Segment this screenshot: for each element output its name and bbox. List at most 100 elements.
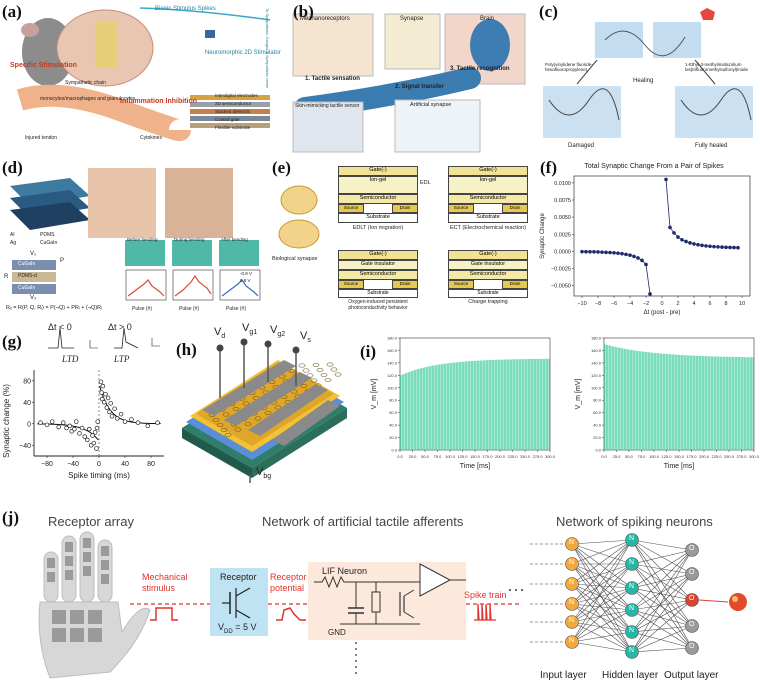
chart-f-ytick-label: 0.0075 [554,198,571,204]
terminal-vs-sub: s [307,337,311,345]
hidden-node [625,581,639,595]
synapse-label: Synapse [400,16,424,22]
panel-j-diagram [38,531,747,679]
net-edge [571,563,633,589]
edlt-ion: Ion-gel [338,176,418,194]
legend-cu: CuGaIn [40,240,58,246]
graphene-hex [326,362,334,367]
chart-f-point [692,242,696,246]
graphene-hex [288,368,296,374]
chart-f-xtick-label: −2 [643,301,649,307]
chart-g-xtick-label: −40 [67,461,79,468]
graphene-hex [312,362,320,368]
side-label: To Sympathetic Ganglia & Sympathetic ner… [265,8,270,89]
chart-f-point [632,254,636,259]
ltp-label: LTP [114,354,130,364]
chart-f-ytick-label: −0.0050 [551,284,571,290]
hidden-node-label: N [629,535,635,542]
chart-f-point [588,249,592,254]
i1-ylabel: V_m [mV] [371,379,378,410]
net-edge [631,549,693,565]
chart-f-xtick-label: 10 [739,301,745,307]
panel-d: (d) Al Ag PDMS CuGaIn CuGaIn PDMS-d CuGa… [0,158,268,316]
net-edge [631,539,693,601]
chart-g-point [44,422,50,428]
graphene-hex [300,384,308,388]
panel-c-label: (c) [539,2,558,21]
input-node [565,597,579,611]
brain-label: Brain [480,16,495,22]
terminal-vbg-sub: bg [263,473,272,481]
layer-label-4: Control gate [215,117,240,122]
chart-f-ytick-label: 0.0050 [554,215,571,221]
hidden-node [625,603,639,617]
cytokines-label: Cytokines [140,135,162,141]
chart-g-point [98,379,104,385]
input-layer-label: Input layer [540,670,587,681]
ect-substrate-text: Substrate [476,214,500,220]
ect-ion-text: Ion-gel [479,177,497,183]
net-edge [571,539,633,585]
receptor-potential-label: Receptor potential [270,572,307,593]
hidden-node [625,625,639,639]
synapse-illustration [278,185,320,249]
i1-ytick-label: 0.0 [391,448,397,453]
edlt-semi: Semiconductor [338,194,418,204]
i2-xtick-label: 125.0 [661,454,672,459]
graphene-hex [264,411,272,415]
panel-d-pulse-plots [125,269,261,301]
during-label: During bending [174,237,205,242]
chart-f-xlabel: Δt (post - pre) [644,310,681,316]
chart-g-point [105,395,111,401]
ect-semi-text: Semiconductor [469,195,507,201]
i2-ytick-label: 180.0 [591,336,602,341]
step3-label: 3. Tactile recognition [450,66,510,72]
chart-f-point [608,250,612,255]
graphene-hex [232,407,240,411]
i2-xtick-label: 25.0 [613,454,622,459]
output-node [685,593,699,607]
layer-label-5: Flexible substrate [215,125,251,130]
chart-g-ytick-label: 0 [27,421,31,428]
i1-ytick-label: 160.0 [387,348,398,353]
chart-f-point [704,244,708,248]
chart-g-point [103,391,108,397]
chart-g-point [122,419,128,424]
chart-g-ytick-label: −40 [19,443,31,450]
ect-gate-text: Gate(-) [479,167,497,173]
chart-g-point [77,431,82,436]
chart-g-point [82,434,87,439]
net-edge [571,587,633,605]
oxy-gate: Gate(-) [338,250,418,260]
i1-ytick-label: 60.0 [389,410,398,415]
hidden-node [625,557,639,571]
ltd-label: LTD [62,354,79,364]
chart-f-point [728,245,732,250]
terminal-vg2-v: V [270,324,278,336]
receptor-array-title: Receptor array [48,514,134,529]
chart-g-point [107,409,112,415]
output-node-label: O [689,595,695,602]
chart-g-scalebar-right [151,338,160,347]
chart-g-point [64,425,69,431]
chart-g-ltp-fit [99,385,161,425]
graphene-hex [212,418,220,422]
chart-f-point [584,249,588,254]
trap-source-text: Source [453,281,469,286]
chart-g-ltp-trace [114,327,139,349]
fully-healed-label: Fully healed [695,143,728,149]
ect-substrate: Substrate [448,213,528,223]
terminal-vg1-v: V [242,322,250,334]
i2-ytick-label: 120.0 [591,373,602,378]
chart-g-point [101,399,107,405]
output-node-label: O [689,621,695,628]
i2-xtick-label: 275.0 [736,454,747,459]
i1-xtick-label: 275.0 [532,454,543,459]
chart-g-xtick-label: 0 [97,461,101,468]
i2-ylabel: V_m [mV] [575,379,582,410]
net-edge [571,543,633,589]
net-edge [571,563,633,605]
trap-semi: Semiconductor [448,270,528,280]
healing-label: Healing [633,78,654,84]
